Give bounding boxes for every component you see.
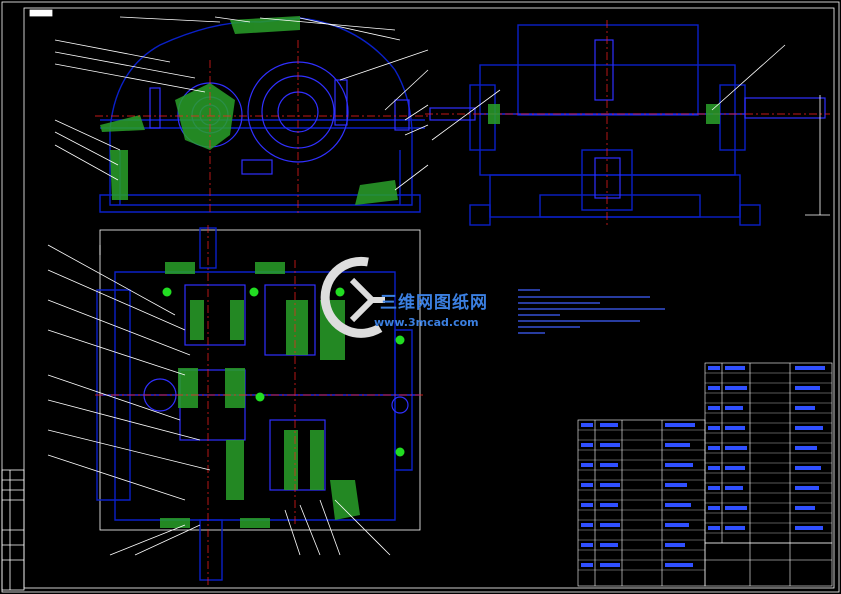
front-view-centerlines	[95, 40, 430, 215]
plan-view-frame	[99, 229, 421, 531]
side-view-centerlines	[425, 20, 830, 225]
side-view-housing	[469, 24, 761, 226]
parts-list-table	[577, 362, 833, 587]
front-view-leader-lines	[54, 16, 429, 191]
watermark-site-name: 三维网图纸网	[380, 293, 488, 313]
plan-view-gear-detail	[100, 284, 420, 491]
plan-view-green-points	[162, 287, 405, 457]
plan-view-leader-lines	[47, 244, 391, 556]
technical-notes-lines	[518, 289, 665, 334]
parts-list-rows	[578, 372, 832, 571]
side-view-section-hatch	[488, 104, 720, 124]
watermark-url: www.3mcad.com	[374, 316, 479, 329]
plan-view-centerlines	[95, 225, 425, 585]
front-view	[54, 16, 430, 215]
front-view-section-hatch	[100, 16, 398, 205]
watermark-logo-icon	[320, 256, 385, 338]
side-view-leader-lines	[431, 44, 830, 216]
plan-view	[47, 225, 425, 585]
plan-view-housing	[96, 227, 413, 581]
side-view	[425, 20, 830, 226]
parts-list-text-blocks	[581, 366, 825, 567]
